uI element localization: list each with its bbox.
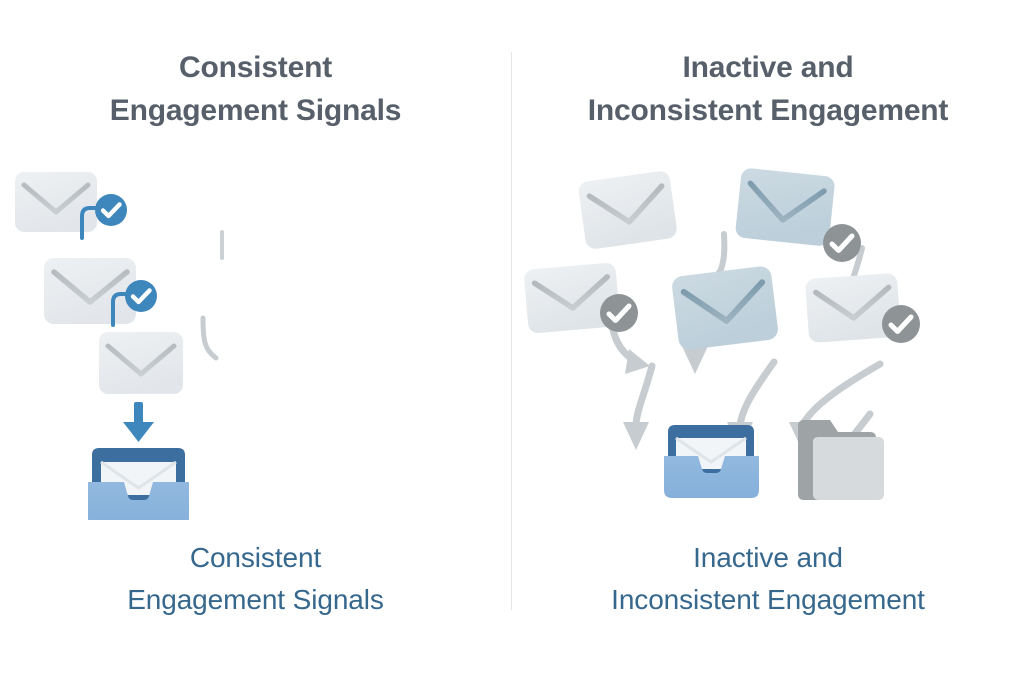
badge-elbow-connector-2 bbox=[111, 292, 136, 327]
scatter-arrow-3 bbox=[623, 362, 656, 450]
verified-badge-icon-c bbox=[600, 294, 638, 332]
page-title-right: Inactive and Inconsistent Engagement bbox=[512, 46, 1024, 132]
illustration-inconsistent bbox=[512, 150, 1024, 520]
badge-elbow-connector-1 bbox=[80, 206, 106, 240]
envelope-c bbox=[524, 262, 620, 334]
spam-folder-icon bbox=[798, 420, 884, 500]
flow-down-arrow-icon bbox=[123, 402, 154, 442]
envelope-2 bbox=[44, 258, 136, 324]
envelope-a bbox=[578, 171, 677, 249]
inbox-tray-icon-right bbox=[664, 425, 759, 498]
heading-right-line1: Inactive and bbox=[682, 51, 854, 84]
verified-badge-icon-e bbox=[882, 305, 920, 343]
panel-divider bbox=[511, 52, 512, 610]
illustration-consistent bbox=[0, 150, 511, 520]
caption-right-line2: Inconsistent Engagement bbox=[611, 584, 925, 615]
caption-left-line1: Consistent bbox=[189, 542, 322, 573]
verified-badge-icon-2 bbox=[125, 280, 157, 312]
caption-right-line1: Inactive and bbox=[693, 542, 843, 573]
caption-right: Inactive and Inconsistent Engagement bbox=[512, 537, 1024, 621]
caption-left: Consistent Engagement Signals bbox=[0, 537, 511, 621]
envelope-1 bbox=[15, 172, 97, 232]
inactive-inconsistent-engagement-illustration bbox=[524, 168, 920, 500]
connector-stem-1 bbox=[717, 231, 728, 275]
caption-left-line2: Engagement Signals bbox=[127, 584, 384, 615]
connector-curve-2 bbox=[200, 315, 219, 361]
page-title-left: Consistent Engagement Signals bbox=[0, 46, 511, 132]
inbox-tray-icon bbox=[88, 448, 189, 520]
verified-badge-icon-1 bbox=[95, 194, 127, 226]
heading-right-line2: Inconsistent Engagement bbox=[587, 94, 949, 127]
panel-consistent: Consistent Engagement Signals bbox=[0, 0, 511, 683]
envelope-d bbox=[672, 266, 778, 350]
envelope-b bbox=[735, 168, 835, 246]
panel-inconsistent: Inactive and Inconsistent Engagement bbox=[512, 0, 1024, 683]
heading-left-line2: Engagement Signals bbox=[109, 94, 402, 127]
envelope-3 bbox=[99, 332, 183, 394]
verified-badge-icon-b bbox=[823, 224, 861, 262]
envelope-e bbox=[805, 273, 901, 343]
consistent-engagement-illustration bbox=[15, 172, 224, 520]
heading-left-line1: Consistent bbox=[178, 51, 332, 84]
